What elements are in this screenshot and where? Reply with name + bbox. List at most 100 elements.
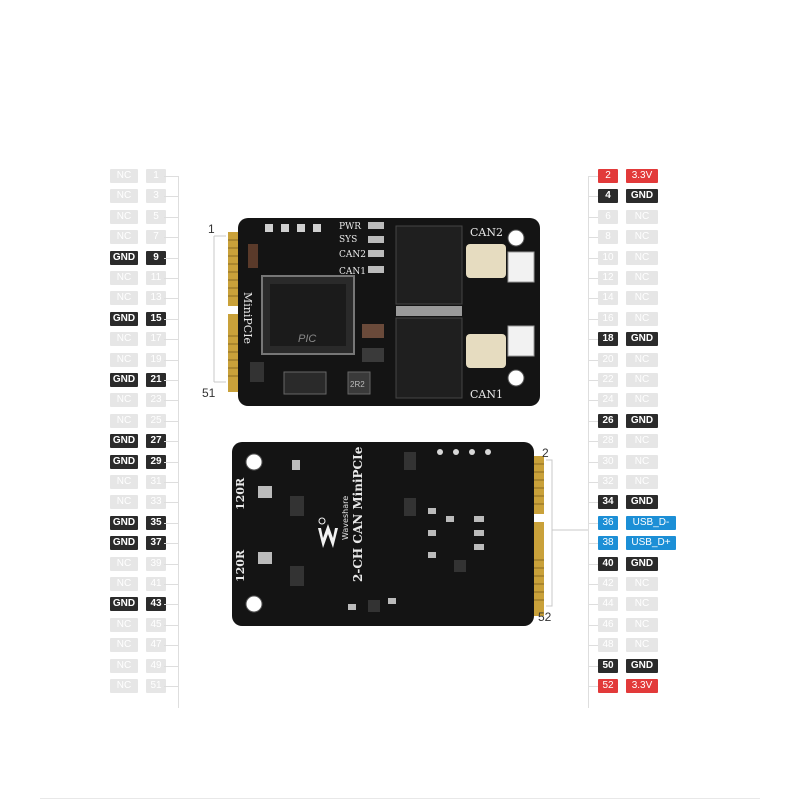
pin-number-label: 32 [598,475,618,489]
left-pin-tick [164,318,178,320]
pin-name-label: GND [110,311,138,326]
left-pin-tick [164,196,178,198]
left-pin-guide-line [178,176,179,708]
pin-number-label: 30 [598,454,618,469]
left-pin-tick [164,257,178,259]
pin-number-label: 41 [146,577,166,591]
back-board: 2-CH CAN MiniPCIe Waveshare 120R 120R [232,442,546,626]
pin-number-label: 33 [146,495,166,510]
inductor-label: 2R2 [350,380,365,389]
regulator [283,371,327,395]
inductor [347,371,371,395]
pin-name-label: USB_D- [626,515,676,530]
left-pin-tick [164,461,178,463]
pin-name-label: NC [110,638,138,653]
left-pin-row: NC 1 [110,169,166,183]
right-pin-tick [588,278,598,279]
pin-name-label: NC [626,250,658,265]
pin-name-label: NC [110,230,138,245]
pin-number-label: 5 [146,209,166,224]
back-pcb [232,442,534,626]
left-pin-tick [164,278,178,279]
pin-number-label: 4 [598,189,618,204]
right-pin-tick [588,318,598,320]
left-pin-row: GND 27 [110,434,166,449]
pin-name-label: NC [626,454,658,469]
right-pin-tick [588,237,598,239]
pin-name-label: NC [110,495,138,510]
left-pin-row: NC 47 [110,638,166,653]
pin-name-label: GND [626,495,658,510]
right-pin-row: 40 GND [598,556,658,571]
left-pin-tick [164,176,178,177]
left-pin-row: NC 25 [110,413,166,428]
pin-number-label: 38 [598,536,618,551]
right-pin-row: 10 NC [598,250,658,265]
pin-number-label: 28 [598,434,618,449]
back-pin-52-callout: 52 [538,610,552,624]
footer-divider [40,798,760,799]
right-pin-row: 16 NC [598,311,658,326]
right-pin-tick [588,298,598,300]
pin-name-label: NC [110,291,138,306]
right-pin-row: 14 NC [598,291,658,306]
pin-number-label: 17 [146,332,166,347]
left-pin-tick [164,400,178,402]
right-pin-tick [588,257,598,259]
pin-name-label: NC [626,638,658,653]
right-pin-row: 4 GND [598,189,658,204]
left-pin-tick [164,686,178,687]
left-pin-tick [164,563,178,565]
pin-name-label: NC [110,658,138,673]
pin-number-label: 35 [146,515,166,530]
left-pin-tick [164,339,178,341]
front-board: PIC PWR SYS CAN2 CAN1 CAN2 CAN1 2R2 Mini… [226,218,540,406]
right-pin-row: 24 NC [598,393,658,408]
pin-name-label: 3.3V [626,679,658,693]
pin-name-label: GND [110,434,138,449]
right-pin-row: 22 NC [598,373,658,387]
pin-name-label: NC [626,434,658,449]
left-pin-row: NC 49 [110,658,166,673]
left-pin-tick [164,665,178,667]
brand-label: Waveshare [341,496,350,540]
pin-name-label: GND [626,189,658,204]
pin-number-label: 6 [598,209,618,224]
right-pin-row: 6 NC [598,209,658,224]
pin-number-label: 29 [146,454,166,469]
right-pin-row: 8 NC [598,230,658,245]
pin-number-label: 8 [598,230,618,245]
left-pin-row: GND 15 [110,311,166,326]
left-pin-tick [164,624,178,626]
pin-name-label: GND [110,454,138,469]
pin-number-label: 22 [598,373,618,387]
right-pin-row: 18 GND [598,332,658,347]
left-pin-tick [164,482,178,483]
led-label-can2: CAN2 [339,250,366,260]
right-pin-tick [588,400,598,402]
pin-name-label: NC [110,271,138,285]
left-pin-tick [164,543,178,545]
pin-number-label: 2 [598,169,618,183]
pin-name-label: USB_D+ [626,536,676,551]
right-pin-row: 30 NC [598,454,658,469]
pin-number-label: 25 [146,413,166,428]
can1-label: CAN1 [470,388,503,401]
waveshare-logo [318,517,338,548]
right-pin-row: 52 3.3V [598,679,658,693]
left-pin-tick [164,441,178,443]
pin-name-label: NC [110,679,138,693]
right-pin-row: 36 USB_D- [598,515,676,530]
transformer-top [466,244,506,278]
right-pin-tick [588,359,598,361]
pin-name-label: 3.3V [626,169,658,183]
isolator-chip-top [395,225,463,305]
right-pin-row: 34 GND [598,495,658,510]
left-pin-row: GND 35 [110,515,166,530]
right-pin-row: 28 NC [598,434,658,449]
pin-name-label: NC [626,393,658,408]
right-pin-tick [588,563,598,565]
pin-name-label: NC [110,332,138,347]
led-label-can1: CAN1 [339,267,366,277]
pin-number-label: 12 [598,271,618,285]
